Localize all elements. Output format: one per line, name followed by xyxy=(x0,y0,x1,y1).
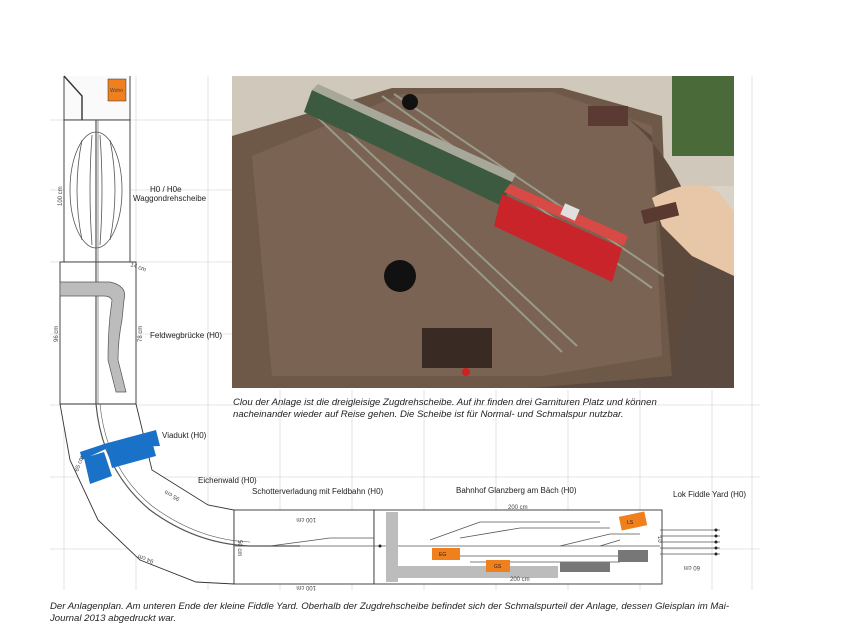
dim-10: 10 xyxy=(656,536,662,543)
label-viadukt: Viadukt (H0) xyxy=(162,431,207,440)
dim-14: 14 cm xyxy=(129,262,146,273)
eg-label: EG xyxy=(439,552,446,558)
feldweg-road xyxy=(59,281,127,393)
wohn-label: Wohn xyxy=(110,88,123,94)
dim-200a: 200 cm xyxy=(508,505,528,511)
label-lokyard: Lok Fiddle Yard (H0) xyxy=(673,490,746,499)
dim-78: 78 cm xyxy=(138,326,144,342)
label-bahnhof: Bahnhof Glanzberg am Bäch (H0) xyxy=(456,486,577,495)
label-drehscheibe-2: Waggondrehscheibe xyxy=(133,194,207,203)
turntable-photo xyxy=(232,76,734,388)
dim-200b: 200 cm xyxy=(510,577,530,583)
dim-65a: 65 cm xyxy=(74,455,85,472)
wohn-building xyxy=(107,78,127,102)
station-tracks xyxy=(234,521,720,563)
page-caption: Der Anlagenplan. Am unteren Ende der kle… xyxy=(50,601,730,624)
label-drehscheibe-1: H0 / H0e xyxy=(150,185,182,194)
photo-caption: Clou der Anlage ist die dreigleisige Zug… xyxy=(233,397,657,420)
dim-50: 50 cm xyxy=(236,540,242,556)
label-feldweg: Feldwegbrücke (H0) xyxy=(150,331,222,340)
label-schotter: Schotterverladung mit Feldbahn (H0) xyxy=(252,487,384,496)
dim-100b: 100 cm xyxy=(296,516,316,522)
gs-building xyxy=(486,560,510,572)
label-eichenwald: Eichenwald (H0) xyxy=(198,476,257,485)
viaduct-left xyxy=(84,452,112,484)
curve-tracks xyxy=(95,403,300,547)
top-module: Wohn xyxy=(63,75,127,120)
dim-60: 60 cm xyxy=(684,564,700,570)
red-locomotive xyxy=(494,184,628,282)
dim-100: 100 cm xyxy=(58,186,64,206)
dim-94: 94 cm xyxy=(137,553,154,564)
gs-label: GS xyxy=(494,564,502,570)
knob-front xyxy=(384,260,416,292)
yard-endstops xyxy=(378,528,718,556)
dark-platform xyxy=(560,562,610,572)
control-box xyxy=(422,328,492,368)
coach-cars xyxy=(304,84,516,206)
dim-96: 96 cm xyxy=(54,326,60,342)
knob-top xyxy=(402,94,418,110)
station-road xyxy=(398,566,558,578)
ls-building xyxy=(618,511,648,531)
loading-ramp xyxy=(386,512,398,582)
eg-building xyxy=(432,548,460,560)
ls-label: LS xyxy=(627,520,634,526)
dark-shed xyxy=(618,550,648,562)
dim-100c: 100 cm xyxy=(296,584,316,590)
viaduct-right xyxy=(106,434,156,468)
